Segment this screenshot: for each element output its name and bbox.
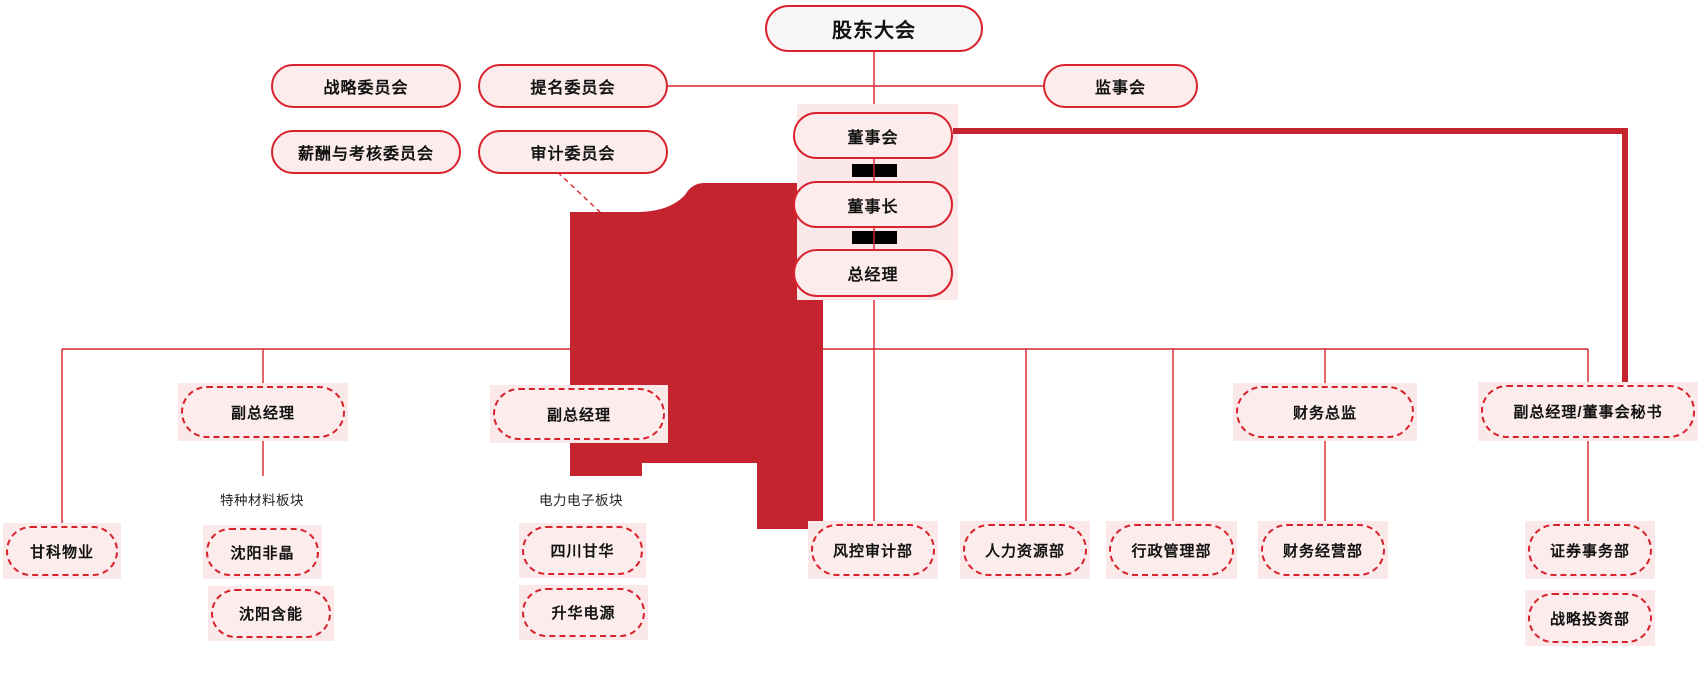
node-shenghua-power-label: 升华电源: [551, 605, 616, 622]
node-sichuan-ganhua: 四川甘华: [519, 523, 646, 578]
node-deputy-gm-1: 副总经理: [178, 383, 348, 441]
red-watermark-blob: [570, 183, 823, 529]
node-cfo: 财务总监: [1233, 383, 1417, 441]
label-power-electronics-sector: 电力电子板块: [539, 493, 623, 508]
node-chairman: 董事长: [793, 181, 953, 228]
node-finance-ops-dept-label: 财务经营部: [1282, 542, 1363, 560]
node-deputy-gm-2-label: 副总经理: [546, 406, 611, 424]
node-strategy-committee-label: 战略委员会: [323, 80, 409, 97]
node-general-manager-label: 总经理: [847, 267, 899, 284]
node-ganke-property: 甘科物业: [3, 523, 121, 579]
node-hr-dept: 人力资源部: [960, 521, 1090, 579]
label-special-materials-sector: 特种材料板块: [220, 493, 304, 508]
node-risk-audit-dept-label: 风控审计部: [832, 542, 913, 560]
node-deputy-gm-board-secretary-label: 副总经理/董事会秘书: [1513, 404, 1663, 421]
node-deputy-gm-1-label: 副总经理: [230, 404, 295, 422]
node-shenyang-feijing: 沈阳非晶: [203, 525, 322, 579]
node-shenyang-hanneng-label: 沈阳含能: [238, 606, 303, 623]
node-compensation-committee-label: 薪酬与考核委员会: [297, 146, 434, 163]
node-strategic-investment-dept: 战略投资部: [1525, 590, 1655, 646]
node-shareholders-meeting-label: 股东大会: [832, 20, 916, 42]
node-cfo-label: 财务总监: [1292, 404, 1357, 422]
node-securities-dept-label: 证券事务部: [1549, 542, 1630, 560]
node-securities-dept: 证券事务部: [1525, 521, 1655, 579]
node-supervisory-board: 监事会: [1043, 64, 1198, 108]
node-shenghua-power: 升华电源: [519, 585, 648, 640]
node-sichuan-ganhua-label: 四川甘华: [550, 543, 615, 560]
thick-board-secretary-connector: [953, 128, 1628, 385]
node-strategy-committee: 战略委员会: [271, 64, 461, 108]
node-board-of-directors-label: 董事会: [847, 129, 899, 147]
thin-connectors: [61, 52, 1589, 523]
node-board-of-directors: 董事会: [793, 112, 953, 159]
node-chairman-label: 董事长: [847, 198, 899, 216]
node-admin-dept-label: 行政管理部: [1131, 542, 1212, 560]
node-ganke-property-label: 甘科物业: [29, 543, 94, 561]
node-deputy-gm-2: 副总经理: [490, 385, 668, 443]
node-audit-committee-label: 审计委员会: [530, 146, 616, 163]
node-shenyang-hanneng: 沈阳含能: [208, 586, 334, 641]
node-admin-dept: 行政管理部: [1106, 521, 1237, 579]
node-compensation-committee: 薪酬与考核委员会: [271, 130, 461, 174]
node-hr-dept-label: 人力资源部: [984, 542, 1065, 560]
node-risk-audit-dept: 风控审计部: [808, 521, 938, 579]
node-nomination-committee-label: 提名委员会: [530, 80, 616, 97]
node-finance-ops-dept: 财务经营部: [1258, 521, 1388, 579]
node-nomination-committee: 提名委员会: [478, 64, 668, 108]
node-supervisory-board-label: 监事会: [1094, 80, 1146, 97]
node-shenyang-feijing-label: 沈阳非晶: [230, 544, 295, 562]
node-general-manager: 总经理: [793, 249, 953, 297]
node-shareholders-meeting: 股东大会: [765, 5, 983, 52]
node-deputy-gm-board-secretary: 副总经理/董事会秘书: [1478, 382, 1698, 441]
node-strategic-investment-dept-label: 战略投资部: [1549, 610, 1630, 628]
node-audit-committee: 审计委员会: [478, 130, 668, 174]
